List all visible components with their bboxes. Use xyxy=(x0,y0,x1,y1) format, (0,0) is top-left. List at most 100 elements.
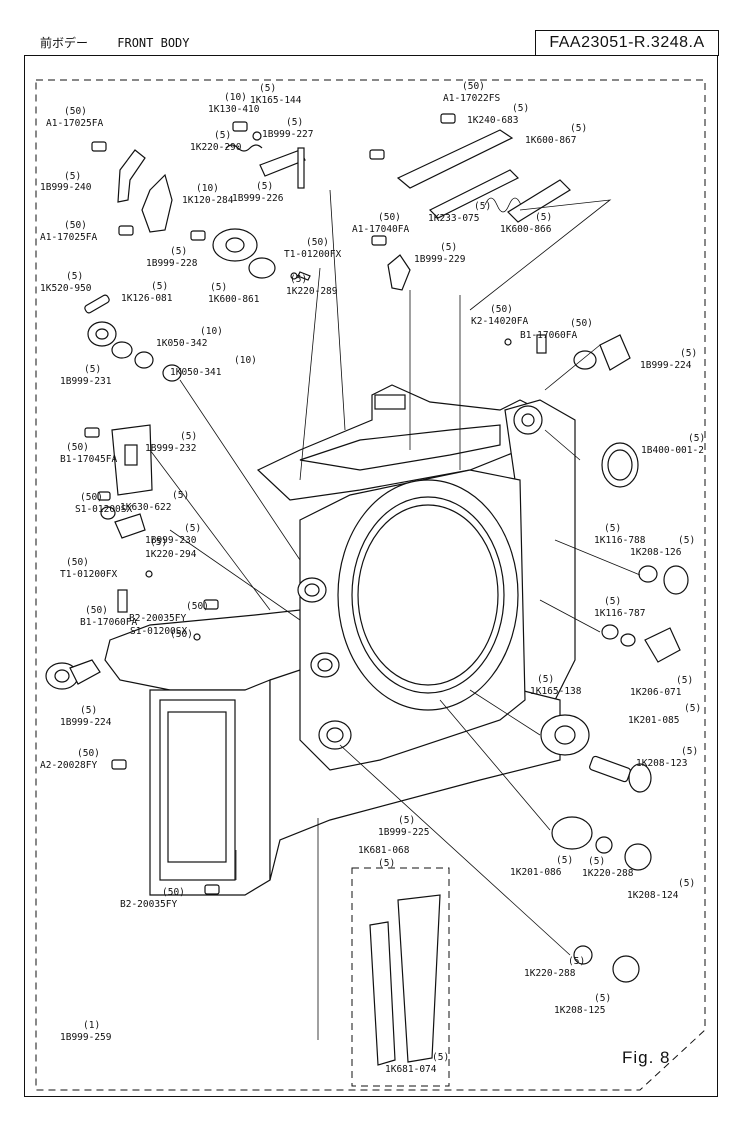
part-quantity: (5) xyxy=(535,212,552,223)
part-quantity: (5) xyxy=(474,201,491,212)
part-callout: (5)1K630-622 xyxy=(120,490,189,513)
part-quantity: (5) xyxy=(681,746,698,757)
part-callout: S1-01200SX xyxy=(130,626,187,637)
part-number: 1K208-124 xyxy=(627,890,679,901)
part-callout: (5)1B999-227 xyxy=(262,117,313,140)
part-callout: (50) xyxy=(170,629,193,640)
part-callout: (5)1K201-086 xyxy=(510,855,573,878)
part-callout: (50)B1-17045FA xyxy=(60,442,117,465)
part-number: 1K220-294 xyxy=(145,549,197,560)
part-number: 1K208-123 xyxy=(636,758,687,769)
part-quantity: (50) xyxy=(85,605,108,616)
front-body-casting xyxy=(104,384,576,896)
part-quantity: (5) xyxy=(676,675,693,686)
part-quantity: (50) xyxy=(490,304,513,315)
part-number: A2-20028FY xyxy=(40,760,97,771)
part-quantity: (5) xyxy=(398,815,415,826)
part-number: 1K120-284 xyxy=(182,195,234,206)
part-number: 1K130-410 xyxy=(208,104,260,115)
part-quantity: (5) xyxy=(556,855,573,866)
part-quantity: (5) xyxy=(180,431,197,442)
part-number: B2-20035FY xyxy=(129,613,186,624)
part-callout: (50)T1-01200FX xyxy=(60,557,117,580)
part-quantity: (5) xyxy=(290,274,307,285)
part-quantity: (5) xyxy=(678,878,695,889)
part-number: 1K116-787 xyxy=(594,608,645,619)
part-number: 1B999-230 xyxy=(145,535,197,546)
header-title: 前ボデー FRONT BODY xyxy=(40,34,190,51)
part-callout: (1)1B999-259 xyxy=(60,1020,112,1043)
part-number: 1K126-081 xyxy=(121,293,173,304)
part-callout: (50)S1-01200SX xyxy=(75,492,132,515)
part-callout: (5)1K116-787 xyxy=(594,596,645,619)
part-number: 1K208-125 xyxy=(554,1005,605,1016)
part-callout: (50)A1-17022FS xyxy=(443,81,500,104)
part-quantity: (5) xyxy=(210,282,227,293)
part-number: 1K165-138 xyxy=(530,686,582,697)
part-callout: (50)B2-20035FY xyxy=(129,601,209,624)
part-quantity: (5) xyxy=(568,956,585,967)
part-number: 1K201-086 xyxy=(510,867,562,878)
part-callout: (5)1K220-288 xyxy=(524,956,585,979)
part-quantity: (10) xyxy=(200,326,223,337)
part-quantity: (5) xyxy=(678,535,695,546)
part-quantity: (5) xyxy=(66,271,83,282)
part-quantity: (5) xyxy=(184,523,201,534)
title-english: FRONT BODY xyxy=(117,36,190,50)
part-number: A1-17040FA xyxy=(352,224,409,235)
leader-lines xyxy=(149,189,641,1040)
part-callout: (50)A2-20028FY xyxy=(40,748,100,771)
part-number: T1-01200FX xyxy=(60,569,117,580)
part-quantity: (50) xyxy=(66,442,89,453)
part-callout: (50)A1-17040FA xyxy=(352,212,409,235)
part-number: B1-17060FA xyxy=(520,330,577,341)
part-number: 1K208-126 xyxy=(630,547,682,558)
part-callout: (5)1B999-232 xyxy=(145,431,197,454)
part-number: 1K240-683 xyxy=(467,115,518,126)
part-number: 1K600-866 xyxy=(500,224,552,235)
part-number: 1K206-071 xyxy=(630,687,682,698)
part-callout: (5)1B999-224 xyxy=(60,705,112,728)
part-callout: (5)1B999-231 xyxy=(60,364,112,387)
part-callouts: (50)A1-17025FA(5)1B999-240(50)A1-17025FA… xyxy=(40,81,705,1075)
part-number: 1B999-229 xyxy=(414,254,466,265)
part-quantity: (10) xyxy=(196,183,219,194)
part-quantity: (5) xyxy=(440,242,457,253)
part-quantity: (5) xyxy=(150,537,167,548)
part-callout: (5)1B999-229 xyxy=(414,242,466,265)
part-number: 1K220-288 xyxy=(524,968,576,979)
part-number: K2-14020FA xyxy=(471,316,528,327)
part-callout: (5)1K240-683 xyxy=(467,103,529,126)
part-quantity: (10) xyxy=(224,92,247,103)
part-callout: (50)B1-17060FA xyxy=(520,318,593,341)
part-number: 1K220-289 xyxy=(286,286,338,297)
part-callout: (50)B1-17060FA xyxy=(80,605,137,628)
part-quantity: (5) xyxy=(151,281,168,292)
part-callout: (5)1K220-290 xyxy=(190,130,242,153)
part-number: 1B400-001-2 xyxy=(641,445,704,456)
part-quantity: (50) xyxy=(64,106,87,117)
part-callout: (5)1K206-071 xyxy=(630,675,693,698)
part-number: 1K681-068 xyxy=(358,845,410,856)
part-quantity: (5) xyxy=(512,103,529,114)
part-quantity: (50) xyxy=(80,492,103,503)
part-quantity: (5) xyxy=(84,364,101,375)
part-number: B1-17045FA xyxy=(60,454,117,465)
part-number: 1K165-144 xyxy=(250,95,302,106)
part-number: 1B999-259 xyxy=(60,1032,112,1043)
part-callout: (5)1B999-225 xyxy=(378,815,429,838)
part-number: A1-17022FS xyxy=(443,93,500,104)
part-quantity: (5) xyxy=(588,856,605,867)
part-quantity: (10) xyxy=(234,355,257,366)
figure-label: Fig. 8 xyxy=(622,1048,671,1067)
part-callout: (5)1K208-126 xyxy=(630,535,695,558)
part-callout: (50)A1-17025FA xyxy=(46,106,103,129)
part-quantity: (5) xyxy=(570,123,587,134)
part-callout: (50)B2-20035FY xyxy=(120,887,185,910)
part-number: 1K600-867 xyxy=(525,135,576,146)
part-quantity: (5) xyxy=(537,674,554,685)
part-number: 1B999-224 xyxy=(640,360,692,371)
part-number: 1B999-231 xyxy=(60,376,112,387)
part-callout: (5)1K165-144 xyxy=(250,83,302,106)
part-number: 1B999-224 xyxy=(60,717,112,728)
